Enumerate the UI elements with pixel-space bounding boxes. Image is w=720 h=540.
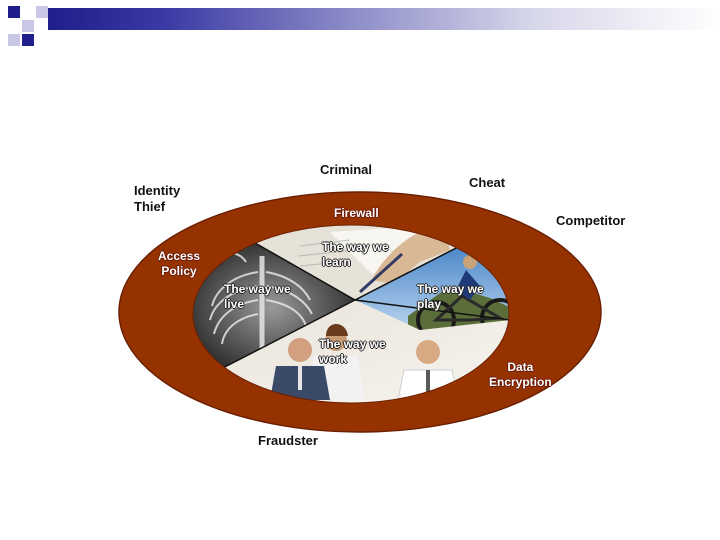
segment-label-live-line2: live [224,297,291,312]
segment-label-live: The way we live [224,282,291,312]
label-fraudster-text: Fraudster [258,433,318,448]
ring-label-access-policy-line1: Access [158,249,200,264]
label-competitor-text: Competitor [556,213,625,228]
label-identity-thief-line1: Identity [134,183,180,199]
label-identity-thief-line2: Thief [134,199,180,215]
segment-label-work-line1: The way we [319,337,386,352]
label-criminal-text: Criminal [320,162,372,177]
ring-label-access-policy-line2: Policy [158,264,200,279]
ring-label-data-encryption-line1: Data [489,360,552,375]
ring-label-data-encryption: Data Encryption [489,360,552,390]
label-competitor: Competitor [556,213,625,229]
segment-label-live-line1: The way we [224,282,291,297]
segment-label-play: The way we play [417,282,484,312]
segment-label-work: The way we work [319,337,386,367]
label-cheat-text: Cheat [469,175,505,190]
segment-label-work-line2: work [319,352,386,367]
ring-label-access-policy: Access Policy [158,249,200,279]
ring-label-firewall-text: Firewall [334,206,379,220]
ring-label-firewall: Firewall [334,206,379,221]
label-identity-thief: Identity Thief [134,183,180,215]
segment-label-play-line2: play [417,297,484,312]
label-cheat: Cheat [469,175,505,191]
ring-label-data-encryption-line2: Encryption [489,375,552,390]
segment-label-learn-line2: learn [322,255,389,270]
label-criminal: Criminal [320,162,372,178]
label-fraudster: Fraudster [258,433,318,449]
segment-label-learn: The way we learn [322,240,389,270]
segment-label-play-line1: The way we [417,282,484,297]
segment-label-learn-line1: The way we [322,240,389,255]
